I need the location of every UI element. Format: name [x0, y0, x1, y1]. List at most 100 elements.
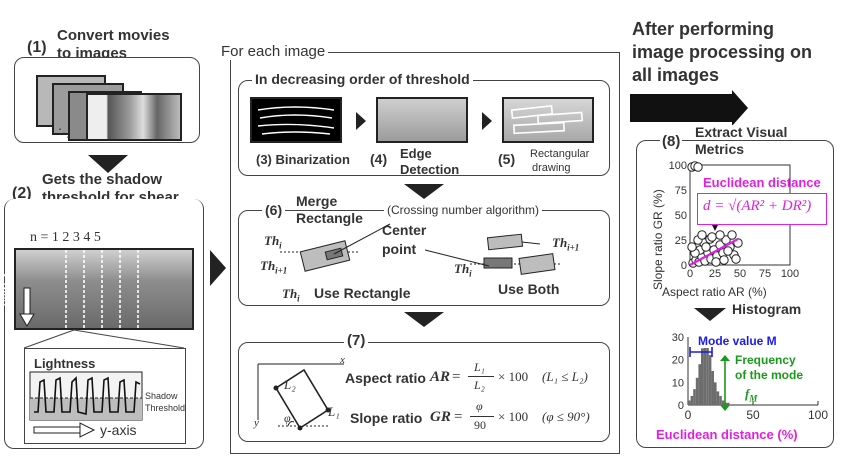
scatter-point	[721, 235, 731, 245]
histogram-bar	[721, 400, 725, 405]
for-each-image-frame	[230, 52, 620, 454]
th-i-sub: i	[279, 240, 282, 251]
scatter-point	[697, 230, 707, 240]
y-axis-right-arrow	[33, 422, 96, 438]
shadow-threshold-line2: Threshold	[145, 403, 186, 413]
step4-line2: Detection	[400, 162, 460, 177]
drawn-rectangles	[510, 105, 584, 135]
histogram-bar	[688, 400, 691, 405]
scatter-y-tick: 100	[669, 160, 687, 172]
scatter-x-tick: 50	[734, 268, 746, 280]
arrow-down-1	[88, 155, 128, 173]
ar-fraction-bar	[468, 376, 494, 377]
step8-frame	[636, 140, 834, 448]
for-each-image-header: For each image	[218, 44, 329, 60]
histogram-bar	[701, 348, 704, 405]
y-axis-bottom-label: y-axis	[100, 422, 137, 438]
aspect-ratio-label: Aspect ratio	[345, 370, 426, 386]
fm-sub: M	[749, 393, 758, 404]
binarization-image	[250, 97, 342, 143]
frequency-arrow	[720, 355, 730, 411]
step1-title-line1: Convert movies	[57, 27, 170, 44]
scatter-point	[693, 162, 703, 172]
histogram-x-tick: 0	[685, 408, 692, 422]
arrow-right-small-2	[482, 112, 492, 130]
step4-number: (4)	[370, 151, 388, 167]
scatter-point	[723, 246, 733, 256]
n-index-label: n = 1 2 3 4 5	[30, 230, 101, 245]
histogram-bar	[708, 355, 712, 405]
step6-title-line2: Rectangle	[296, 210, 363, 226]
histogram-y-tick: 0	[678, 400, 684, 412]
column-grid-lines	[65, 250, 139, 328]
lightness-label: Lightness	[34, 356, 96, 371]
diagram-x-label: x	[340, 354, 345, 366]
histogram-y-tick: 30	[672, 332, 684, 344]
euclidean-distance-line	[689, 238, 739, 266]
histogram-bar	[695, 377, 699, 405]
th-i-left-top: Thi	[264, 233, 282, 251]
binarization-contours	[257, 106, 335, 135]
scatter-y-tick: 0	[681, 260, 687, 272]
scatter-y-tick: 75	[675, 185, 687, 197]
scatter-x-axis-label: Aspect ratio AR (%)	[662, 285, 767, 299]
mode-value-bracket	[689, 347, 713, 357]
ellipsis-dots: ⋱	[58, 126, 70, 140]
use-rectangle-label: Use Rectangle	[314, 285, 411, 301]
slope-ratio-symbol: GR	[430, 409, 451, 425]
histogram-bar	[706, 341, 709, 405]
scatter-point	[727, 230, 737, 240]
gr-equals: =	[454, 409, 463, 425]
th-i-right: Thi	[454, 261, 472, 279]
histogram-y-tick: 20	[672, 355, 684, 367]
diagram-L2-label: L₂	[284, 377, 296, 392]
use-both-label: Use Both	[498, 281, 560, 297]
frame-image-4	[86, 93, 182, 141]
use-rectangle-diagram	[280, 223, 391, 272]
euclidean-formula-box	[697, 193, 827, 225]
arrow-right-1	[210, 250, 226, 286]
lightness-panel	[24, 348, 186, 444]
gr-multiplier: × 100	[498, 409, 529, 424]
ar-equals: =	[452, 369, 461, 385]
scatter-point	[711, 257, 721, 267]
th-i1-sub-2: i+1	[567, 242, 580, 253]
scatter-point	[707, 232, 717, 242]
scatter-x-tick: 25	[709, 268, 721, 280]
rectangle-geometry-diagram	[257, 363, 344, 431]
scatter-point	[715, 230, 725, 240]
shadow-threshold-line1: Shadow	[145, 391, 178, 401]
th-i-sub-3: i	[469, 268, 472, 279]
arrow-right-small-1	[356, 112, 366, 130]
scatter-point	[719, 255, 729, 265]
step8-title-line1: Extract Visual	[695, 124, 788, 140]
step8-title-line2: Metrics	[695, 141, 745, 157]
step1-number: (1)	[27, 39, 47, 56]
center-point-line1: Center	[382, 222, 427, 238]
fm-label: fM	[745, 386, 758, 404]
histogram-bar	[714, 382, 717, 405]
scatter-y-tick: 50	[675, 210, 687, 222]
step5-number: (5)	[498, 151, 516, 167]
gr-fraction-bar	[470, 416, 494, 417]
after-processing-line1: After performing	[632, 19, 775, 39]
center-point-line2: point	[382, 241, 417, 257]
step8-number: (8)	[660, 133, 683, 150]
frequency-line2: of the mode	[735, 368, 803, 382]
step2-number: (2)	[12, 185, 32, 202]
step4-line1: Edge	[400, 146, 432, 161]
mode-value-label: Mode value M	[698, 334, 777, 348]
scatter-x-tick: 75	[759, 268, 771, 280]
step2-title-line1: Gets the shadow	[42, 171, 163, 188]
th-i-sub-2: i	[297, 293, 300, 304]
step3-label: (3) Binarization	[256, 152, 350, 167]
diagram-phi-label: φ	[284, 411, 291, 425]
y-axis-photo-label: y-axis	[0, 272, 15, 306]
use-both-diagram	[470, 233, 560, 275]
diagram-y-label: y	[254, 417, 259, 429]
crossing-number-label: (Crossing number algorithm)	[384, 204, 543, 217]
th-i1-left: Thi+1	[260, 258, 288, 276]
connector-lines	[23, 329, 185, 349]
scatter-y-axis-label: Slope ratio GR (%)	[651, 189, 665, 290]
